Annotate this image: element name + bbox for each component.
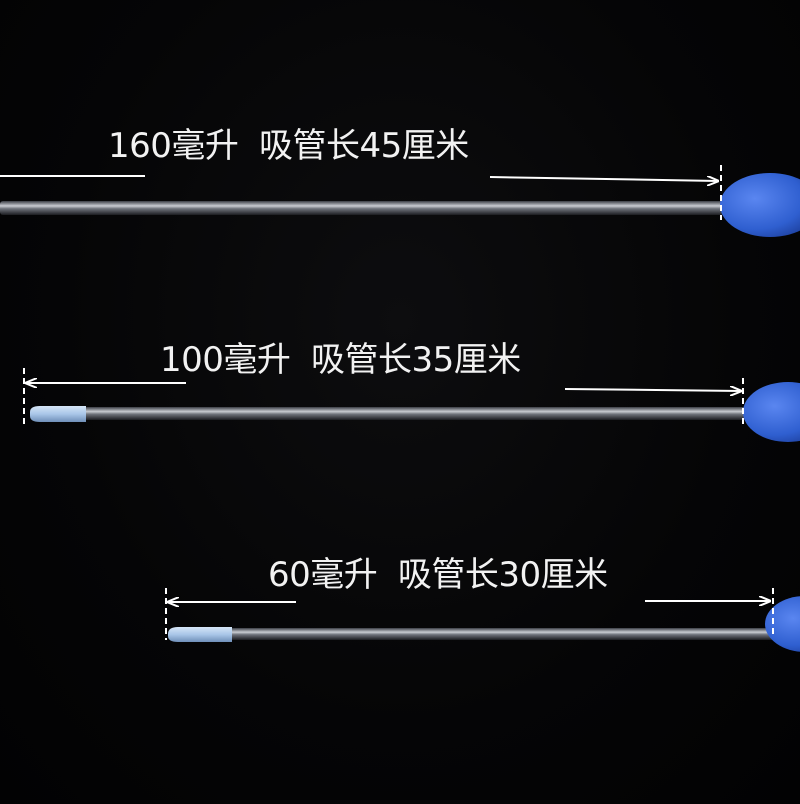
pipette-tube xyxy=(225,628,775,640)
pipette-60ml xyxy=(165,588,800,652)
pipette-100ml xyxy=(23,368,800,442)
pipette-label-60ml: 60毫升 吸管长30厘米 xyxy=(268,555,608,595)
pipette-label-100ml: 100毫升 吸管长35厘米 xyxy=(160,340,521,380)
pipette-bulb xyxy=(743,382,800,442)
pipette-label-160ml: 160毫升 吸管长45厘米 xyxy=(108,126,469,166)
pipette-tip xyxy=(30,406,86,422)
pipette-160ml xyxy=(0,165,800,237)
pipette-bulb xyxy=(765,596,800,652)
pipette-tube xyxy=(80,407,748,420)
dimension-line-right xyxy=(564,389,741,391)
pipette-bulb xyxy=(720,173,800,237)
pipette-tube xyxy=(0,201,725,215)
dimension-line-right xyxy=(489,177,718,181)
pipette-tip xyxy=(168,627,232,642)
